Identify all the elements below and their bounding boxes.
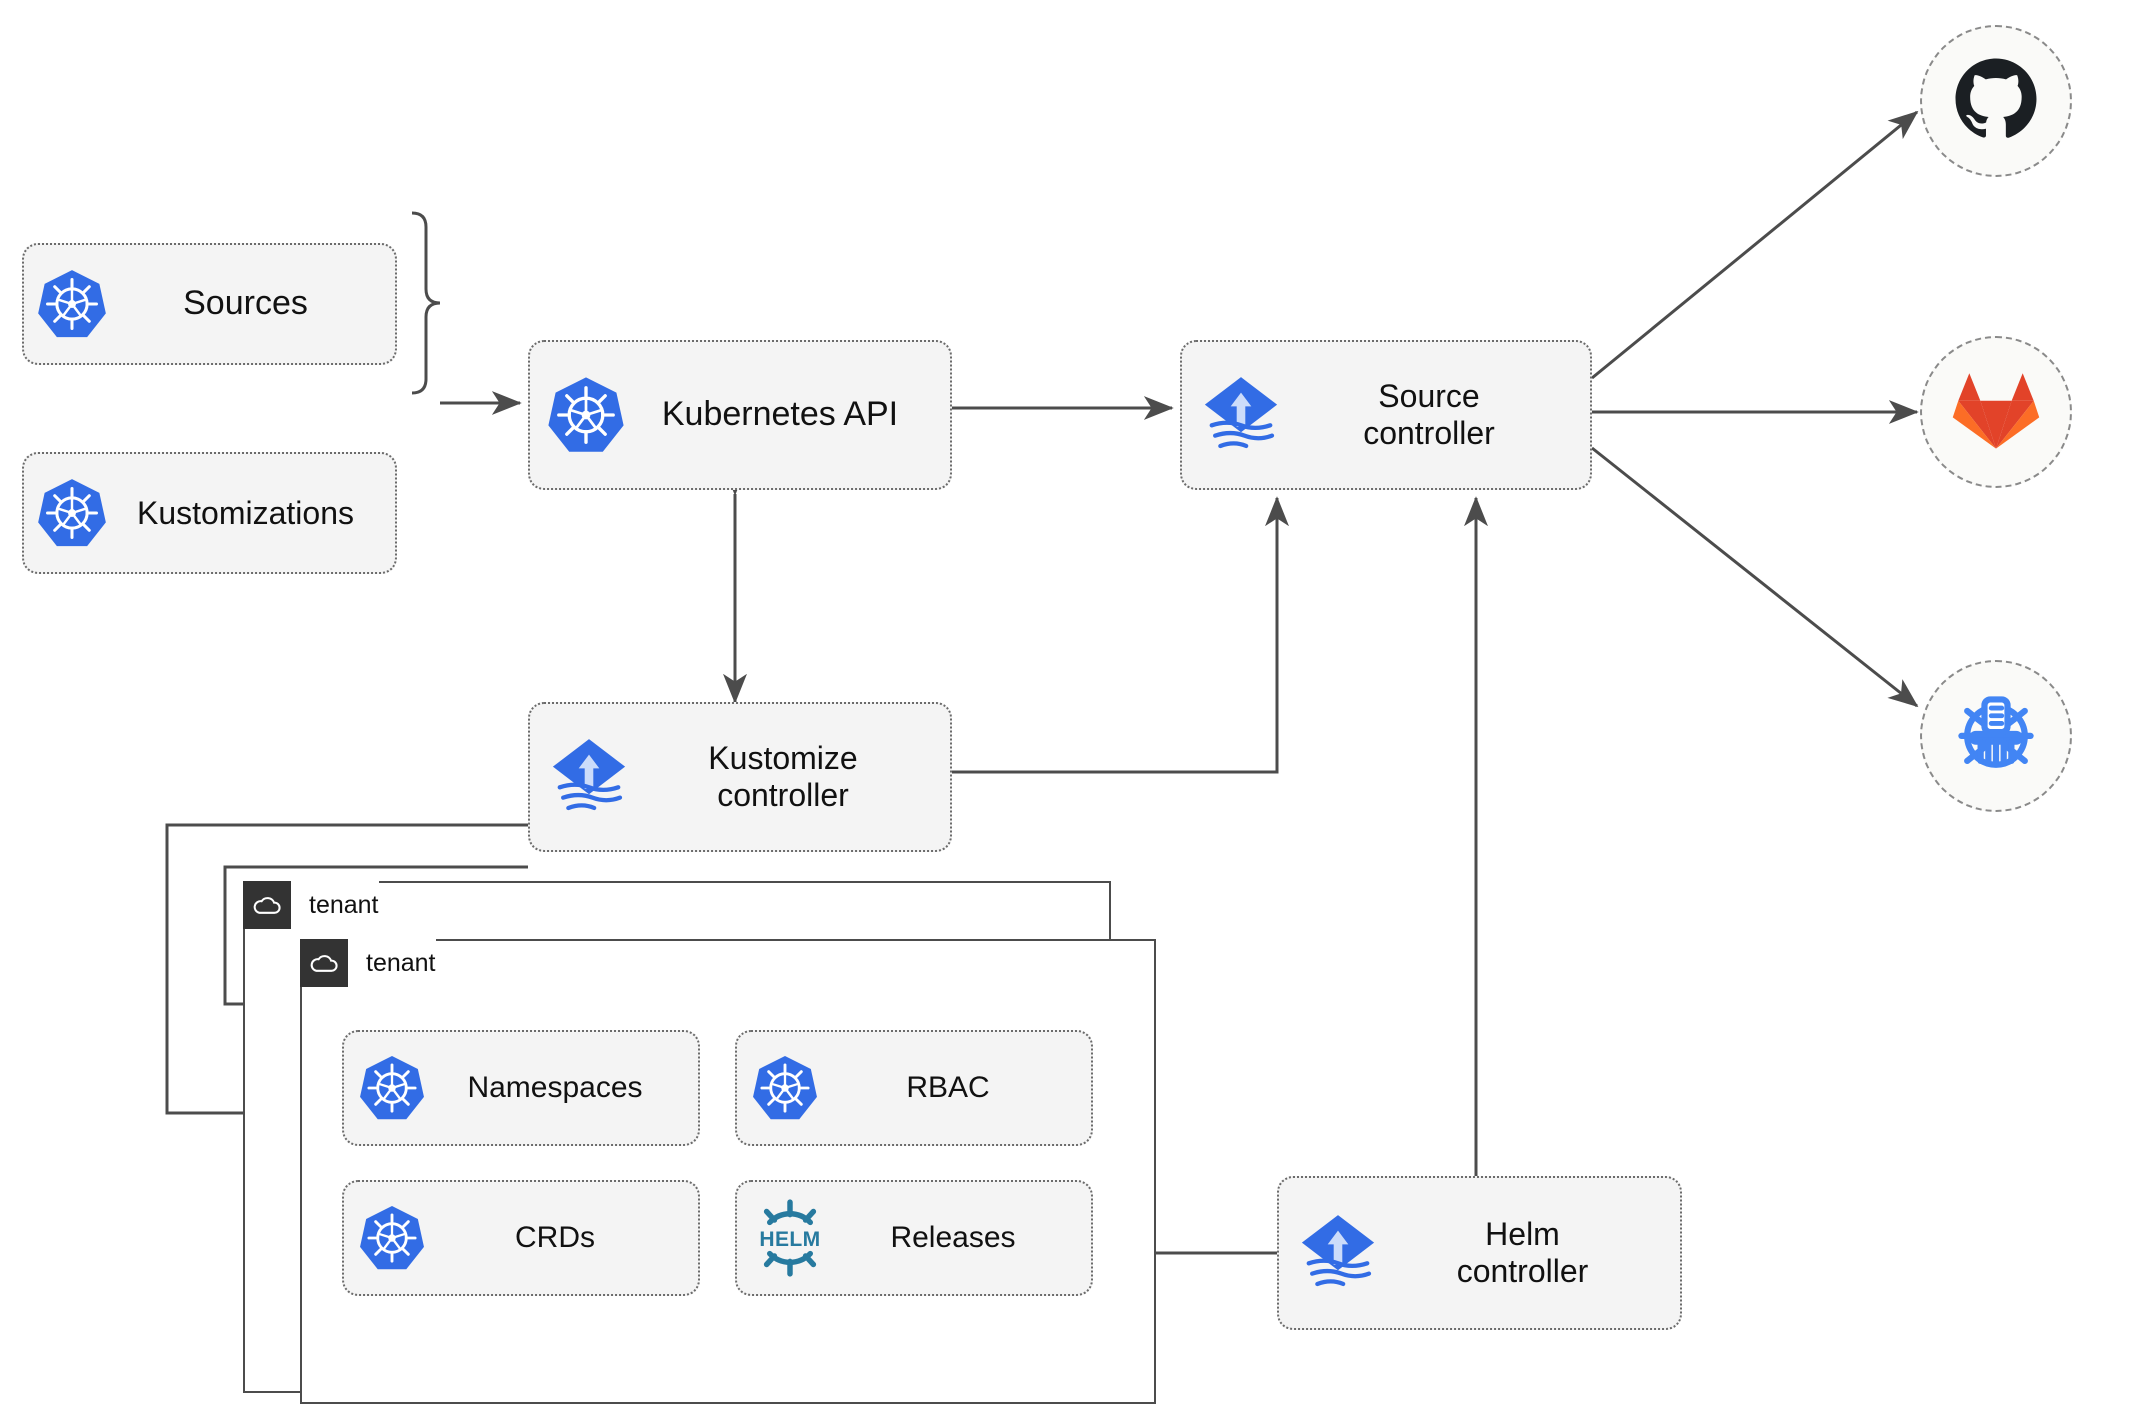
node-namespaces[interactable]: Namespaces <box>342 1030 700 1146</box>
node-releases[interactable]: Releases <box>735 1180 1093 1296</box>
flux-icon <box>1295 1210 1381 1296</box>
node-source-controller[interactable]: Source controller <box>1180 340 1592 490</box>
gitlab-icon <box>1950 364 2042 461</box>
node-crds[interactable]: CRDs <box>342 1180 700 1296</box>
kubernetes-icon <box>36 477 108 549</box>
tenant-label: tenant <box>291 881 379 929</box>
node-rbac[interactable]: RBAC <box>735 1030 1093 1146</box>
kubernetes-icon <box>546 375 626 455</box>
node-label: CRDs <box>515 1220 595 1254</box>
node-label-line1: Kustomize <box>708 740 858 777</box>
helm-repository-icon <box>1948 686 2044 787</box>
node-label: Helm controller <box>1381 1216 1664 1290</box>
endpoint-helm-repository[interactable] <box>1920 660 2072 812</box>
endpoint-gitlab[interactable] <box>1920 336 2072 488</box>
node-label: Source controller <box>1284 378 1574 452</box>
tenant-header-outer: tenant <box>243 881 1003 929</box>
tenant-label: tenant <box>348 939 436 987</box>
group-brace <box>411 211 441 395</box>
node-kubernetes-api[interactable]: Kubernetes API <box>528 340 952 490</box>
endpoint-github[interactable] <box>1920 25 2072 177</box>
cloud-icon <box>243 881 291 929</box>
flux-icon <box>546 734 632 820</box>
node-sources[interactable]: Sources <box>22 243 397 365</box>
node-label-line2: controller <box>717 777 849 813</box>
kubernetes-icon <box>751 1054 819 1122</box>
node-helm-controller[interactable]: Helm controller <box>1277 1176 1682 1330</box>
node-label: Releases <box>890 1220 1016 1254</box>
node-kustomizations[interactable]: Kustomizations <box>22 452 397 574</box>
kubernetes-icon <box>36 268 108 340</box>
github-icon <box>1950 53 2042 150</box>
tenant-box-inner <box>300 939 1156 1404</box>
node-label-line2: controller <box>1456 1253 1589 1289</box>
node-label: RBAC <box>906 1070 990 1104</box>
node-label-line1: Helm <box>1485 1216 1560 1253</box>
kubernetes-icon <box>358 1054 426 1122</box>
node-label: Kustomizations <box>137 494 354 531</box>
tenant-header-inner: tenant <box>300 939 1020 987</box>
flux-icon <box>1198 372 1284 458</box>
node-label: Kubernetes API <box>661 395 899 434</box>
cloud-icon <box>300 939 348 987</box>
node-label-line1: Source <box>1378 378 1480 415</box>
node-label: Kustomize controller <box>632 740 934 814</box>
helm-icon <box>751 1199 829 1277</box>
kubernetes-icon <box>358 1204 426 1272</box>
node-label-line2: controller <box>1363 415 1495 451</box>
node-label: Namespaces <box>467 1070 643 1104</box>
node-label: Sources <box>183 284 308 323</box>
node-kustomize-controller[interactable]: Kustomize controller <box>528 702 952 852</box>
